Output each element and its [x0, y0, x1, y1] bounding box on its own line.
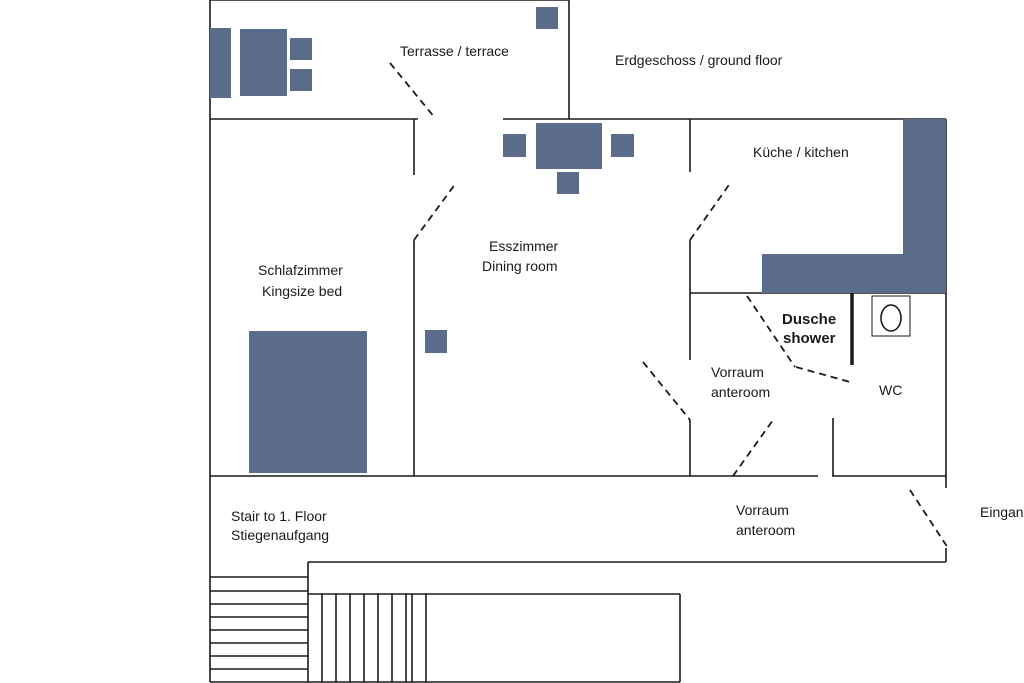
label-entrance: Eingang: [980, 504, 1024, 520]
label-dining-de: Esszimmer: [489, 238, 559, 254]
terrace-bench: [210, 28, 231, 98]
door-anteroom-hall: [732, 419, 774, 477]
kitchen-counter-horizontal: [762, 254, 946, 293]
label-terrace: Terrasse / terrace: [400, 43, 509, 59]
door-entrance: [909, 489, 949, 549]
label-anteroom2-de: Vorraum: [736, 502, 789, 518]
terrace-table: [240, 29, 287, 96]
toilet: [871, 295, 911, 337]
door-dining-anteroom: [642, 361, 691, 421]
label-stair-en: Stair to 1. Floor: [231, 508, 327, 524]
label-floor: Erdgeschoss / ground floor: [615, 52, 783, 68]
label-anteroom2-en: anteroom: [736, 522, 795, 538]
door-wc: [795, 366, 851, 383]
label-stair-de: Stiegenaufgang: [231, 527, 329, 543]
kitchen-counter: [762, 119, 946, 293]
terrace-furniture: [210, 7, 558, 98]
terrace-plant: [536, 7, 558, 29]
label-bedroom-en: Kingsize bed: [262, 283, 342, 299]
door-shower: [746, 295, 796, 368]
label-wc: WC: [879, 382, 902, 398]
door-bedroom: [413, 182, 457, 241]
label-kitchen: Küche / kitchen: [753, 144, 849, 160]
label-anteroom1-de: Vorraum: [711, 364, 764, 380]
side-table: [425, 330, 447, 353]
door-terrace: [389, 62, 436, 119]
dining-chair: [503, 134, 526, 157]
doors: [389, 62, 949, 549]
door-kitchen: [689, 181, 732, 241]
walls: [209, 0, 947, 683]
label-anteroom1-en: anteroom: [711, 384, 770, 400]
label-shower-de: Dusche: [782, 311, 836, 328]
dining-chair: [611, 134, 634, 157]
kingsize-bed: [249, 331, 367, 473]
dining-table: [536, 123, 602, 169]
terrace-chair: [290, 38, 312, 60]
label-shower-en: shower: [783, 330, 836, 347]
dining-furniture: [503, 123, 634, 194]
room-labels: Terrasse / terrace Erdgeschoss / ground …: [231, 43, 1024, 543]
dining-chair: [557, 172, 579, 194]
stairs: [210, 576, 681, 682]
terrace-chair: [290, 69, 312, 91]
label-bedroom-de: Schlafzimmer: [258, 262, 343, 278]
label-dining-en: Dining room: [482, 258, 557, 274]
